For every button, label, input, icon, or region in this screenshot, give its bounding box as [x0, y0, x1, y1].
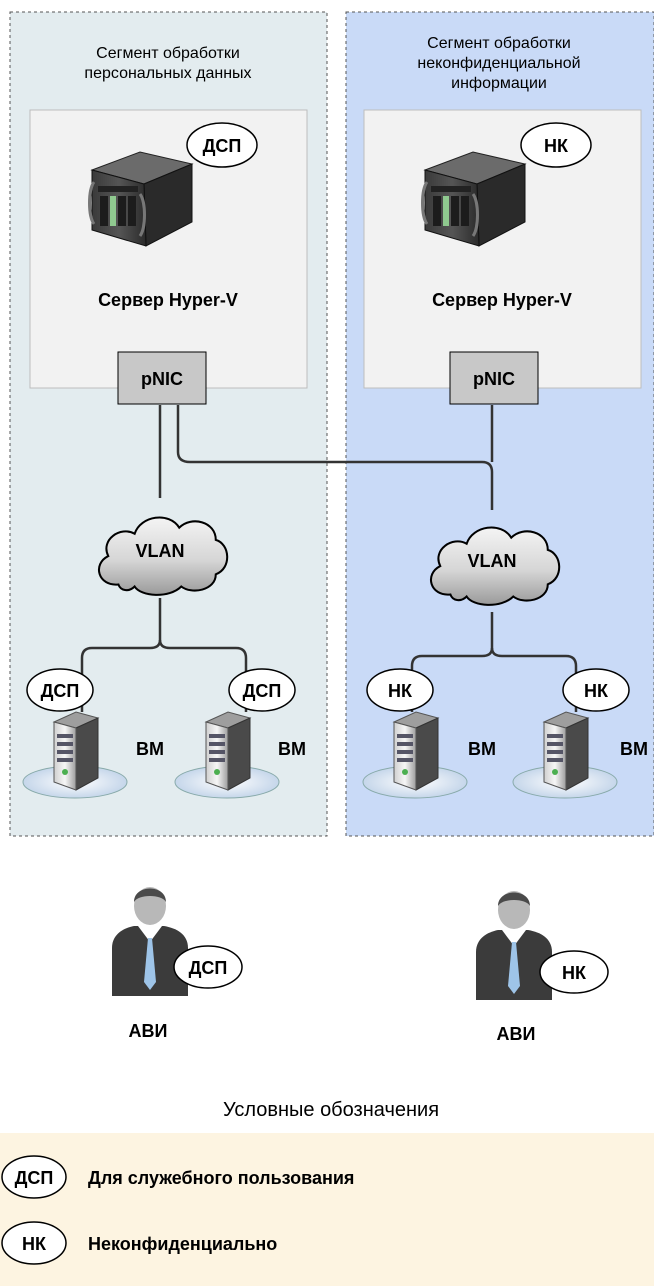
server-label: Сервер Hyper-V	[432, 290, 572, 310]
badge-label: ДСП	[41, 681, 80, 701]
badge-label: НК	[388, 681, 413, 701]
badge-dsp	[1, 1155, 67, 1199]
legend-title: Условные обозначения	[223, 1099, 439, 1121]
segment-1-title-line-2: персональных данных	[84, 65, 251, 82]
network-links	[80, 405, 578, 712]
badge-label: ДСП	[15, 1168, 54, 1188]
pnic-right	[449, 351, 539, 405]
segment-1-title-line-1: Сегмент обработки	[96, 45, 240, 62]
vm-label: ВМ	[468, 739, 496, 759]
segment-2-title-line-2: неконфиденциальной	[417, 55, 580, 72]
vm-label: ВМ	[136, 739, 164, 759]
pnic-label: pNIC	[141, 369, 183, 389]
admin-user-icon	[112, 887, 188, 996]
badge-label: НК	[562, 963, 587, 983]
badge-label: ДСП	[243, 681, 282, 701]
admin-label: АВИ	[129, 1021, 168, 1041]
badge-dsp	[173, 945, 243, 989]
segment-2-title-line-3: информации	[451, 75, 547, 92]
badge-nk	[562, 668, 630, 712]
vlan-label: VLAN	[136, 541, 185, 561]
badge-dsp	[228, 668, 296, 712]
badge-label: НК	[544, 136, 569, 156]
admin-user-icon	[476, 891, 552, 1000]
segment-2-title-line-1: Сегмент обработки	[427, 35, 571, 52]
legend-background	[0, 1133, 654, 1286]
server-box-left	[29, 109, 308, 389]
badge-nk	[539, 950, 609, 994]
badge-label: ДСП	[203, 136, 242, 156]
badge-nk	[1, 1221, 67, 1265]
vm-label: ВМ	[278, 739, 306, 759]
vlan-label: VLAN	[468, 551, 517, 571]
badge-label: ДСП	[189, 958, 228, 978]
badge-nk	[366, 668, 434, 712]
badge-dsp	[186, 122, 258, 168]
badge-label: НК	[584, 681, 609, 701]
server-box-right	[363, 109, 642, 389]
pnic-label: pNIC	[473, 369, 515, 389]
legend-item-text: Для служебного пользования	[88, 1168, 354, 1188]
badge-label: НК	[22, 1234, 47, 1254]
admin-label: АВИ	[497, 1024, 536, 1044]
badge-dsp	[26, 668, 94, 712]
legend-item-text: Неконфиденциально	[88, 1234, 277, 1254]
pnic-left	[117, 351, 207, 405]
vm-label: ВМ	[620, 739, 648, 759]
badge-nk	[520, 122, 592, 168]
server-label: Сервер Hyper-V	[98, 290, 238, 310]
